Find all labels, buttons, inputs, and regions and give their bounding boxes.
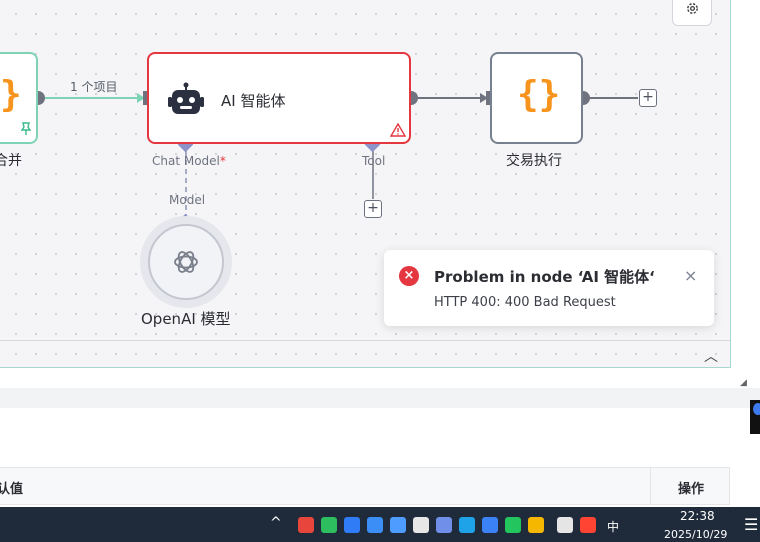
warning-icon[interactable] bbox=[390, 123, 406, 137]
close-icon[interactable]: × bbox=[684, 266, 698, 285]
tray-app-icon[interactable] bbox=[459, 517, 475, 533]
column-divider bbox=[650, 468, 651, 504]
connection-item-count: 1 个项目 bbox=[70, 80, 118, 94]
tray-app-icon[interactable] bbox=[528, 517, 544, 533]
model-label: Model bbox=[169, 193, 206, 207]
tray-app-icon[interactable] bbox=[505, 517, 521, 533]
gear-icon bbox=[687, 3, 698, 14]
settings-button[interactable] bbox=[672, 0, 712, 26]
openai-node-label: OpenAI 模型 bbox=[141, 310, 231, 328]
toast-message: HTTP 400: 400 Bad Request bbox=[434, 295, 616, 310]
notification-icon[interactable]: ☰ bbox=[744, 515, 759, 534]
openai-model-node[interactable] bbox=[140, 216, 232, 308]
tray-app-icon[interactable] bbox=[557, 517, 573, 533]
ai-agent-title: AI 智能体 bbox=[221, 92, 286, 110]
code-braces-icon: {} bbox=[517, 74, 561, 115]
tray-app-icon[interactable] bbox=[580, 517, 596, 533]
column-header-value: 认值 bbox=[0, 482, 24, 497]
trade-node-label: 交易执行 bbox=[506, 153, 562, 169]
floating-widget[interactable] bbox=[750, 400, 760, 434]
panel-divider bbox=[0, 388, 760, 408]
chevron-up-icon[interactable]: ^ bbox=[270, 515, 282, 531]
tray-app-icon[interactable] bbox=[482, 517, 498, 533]
arrow-head-icon bbox=[480, 93, 488, 103]
table-header: 认值 操作 bbox=[0, 467, 730, 505]
chevron-up-icon[interactable]: ︿ bbox=[704, 349, 718, 365]
merge-node[interactable]: } bbox=[0, 52, 38, 144]
toast-title: Problem in node ‘AI 智能体‘ bbox=[434, 268, 655, 286]
merge-node-label: 合并 bbox=[0, 153, 22, 169]
clock-time[interactable]: 22:38 bbox=[680, 509, 715, 523]
add-node-button[interactable]: + bbox=[639, 89, 657, 107]
column-header-action: 操作 bbox=[678, 482, 705, 497]
tray-app-icon[interactable] bbox=[344, 517, 360, 533]
chat-model-label: Chat Model* bbox=[152, 154, 226, 168]
tool-label: Tool bbox=[362, 154, 386, 168]
add-tool-button[interactable]: + bbox=[364, 200, 382, 218]
canvas-divider bbox=[0, 340, 730, 341]
error-icon: × bbox=[399, 266, 419, 286]
ime-indicator[interactable]: 中 bbox=[607, 520, 620, 534]
tray-app-icon[interactable] bbox=[298, 517, 314, 533]
tray-app-icon[interactable] bbox=[390, 517, 406, 533]
trade-execution-node[interactable]: {} bbox=[490, 52, 583, 144]
resize-handle-icon[interactable]: ◢ bbox=[740, 378, 747, 388]
arrow-head-icon bbox=[137, 93, 145, 103]
openai-logo-icon bbox=[174, 251, 198, 273]
robot-icon bbox=[168, 82, 204, 114]
pin-icon bbox=[20, 122, 32, 135]
widget-dot-icon bbox=[753, 403, 760, 415]
ai-agent-node[interactable]: AI 智能体 bbox=[147, 52, 411, 144]
tray-app-icon[interactable] bbox=[367, 517, 383, 533]
tray-app-icon[interactable] bbox=[436, 517, 452, 533]
tray-app-icon[interactable] bbox=[321, 517, 337, 533]
tray-app-icon[interactable] bbox=[413, 517, 429, 533]
clock-date[interactable]: 2025/10/29 bbox=[664, 528, 728, 541]
taskbar: ^ 中 22:38 2025/10/29 ☰ bbox=[0, 507, 760, 542]
error-toast: × Problem in node ‘AI 智能体‘ HTTP 400: 400… bbox=[384, 250, 714, 326]
code-braces-icon: } bbox=[0, 74, 22, 115]
